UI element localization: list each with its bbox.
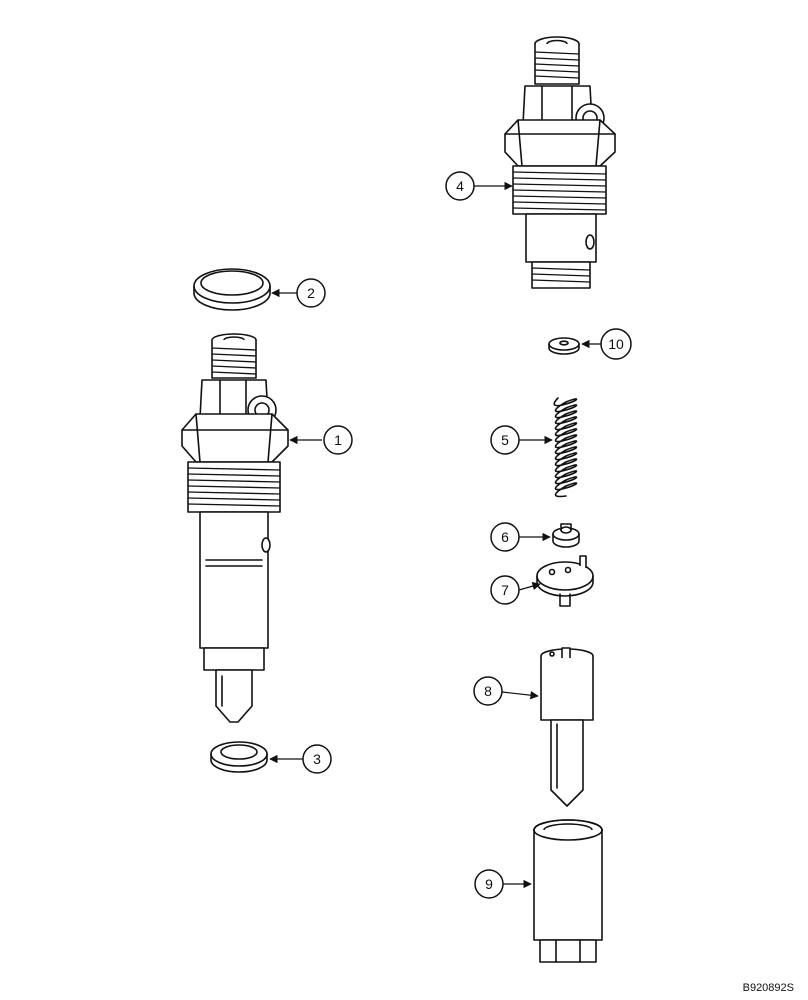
callout-label-9: 9	[485, 876, 493, 892]
callout-6: 6	[490, 522, 551, 552]
spring-part-5	[553, 397, 578, 498]
intermediate-plate-part-7	[536, 555, 594, 607]
callout-label-7: 7	[501, 582, 509, 598]
callout-1: 1	[289, 425, 353, 455]
shim-part-10	[548, 337, 580, 355]
callout-10: 10	[581, 328, 632, 360]
callout-label-5: 5	[501, 432, 509, 448]
callout-8: 8	[473, 676, 539, 706]
callout-label-8: 8	[484, 683, 492, 699]
callout-4: 4	[445, 171, 513, 201]
callout-9: 9	[474, 869, 532, 899]
figure-code: B920892S	[742, 982, 794, 994]
injector-assembly-part-1	[181, 333, 289, 723]
sealing-ring-part-2	[193, 268, 271, 311]
callout-label-6: 6	[501, 529, 509, 545]
callout-3: 3	[269, 744, 332, 774]
washer-part-3	[210, 741, 268, 773]
nozzle-holder-part-4	[504, 36, 616, 289]
spring-seat-part-6	[552, 523, 580, 548]
callout-label-1: 1	[334, 432, 342, 448]
retaining-nut-part-9	[533, 819, 603, 963]
callout-7: 7	[490, 575, 541, 605]
callout-label-3: 3	[313, 751, 321, 767]
callout-label-2: 2	[307, 285, 315, 301]
nozzle-part-8	[540, 647, 594, 807]
callout-label-10: 10	[608, 336, 624, 352]
callout-5: 5	[490, 425, 553, 455]
callout-2: 2	[271, 278, 326, 308]
callout-label-4: 4	[456, 178, 464, 194]
